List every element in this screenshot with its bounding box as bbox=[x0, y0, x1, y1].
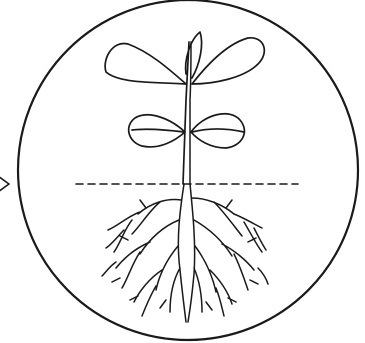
arrow-icon bbox=[0, 176, 9, 192]
roots bbox=[102, 184, 268, 322]
upper-leaves bbox=[105, 32, 264, 84]
cotyledons bbox=[129, 114, 245, 148]
